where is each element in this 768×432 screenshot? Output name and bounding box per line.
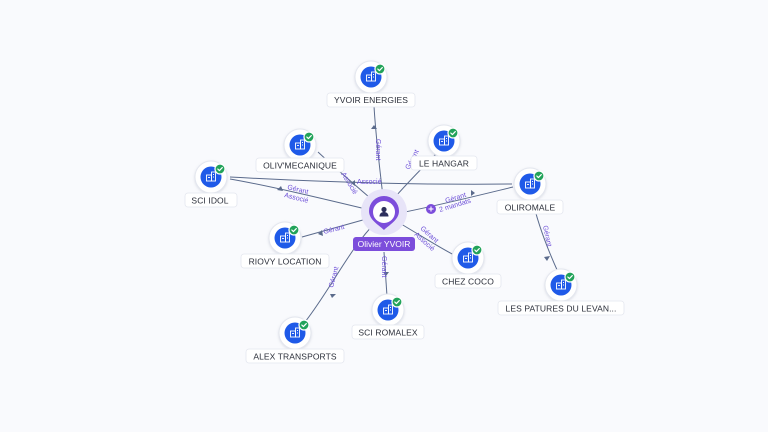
company-node-oliromale[interactable]: OLIROMALE [496,167,564,215]
company-label: YVOIR ENERGIES [334,95,408,105]
company-node-alex-transports[interactable]: ALEX TRANSPORTS [245,316,345,364]
company-label: LE HANGAR [419,159,469,169]
company-node-les-patures[interactable]: LES PATURES DU LEVAN... [497,268,625,316]
check-circle-icon [471,244,483,256]
building-icon [290,327,300,338]
edge-yvoir-energies[interactable]: Gérant [371,105,384,198]
check-circle-icon [533,170,545,182]
check-circle-icon [564,271,576,283]
edge-label: Gérant [541,225,552,247]
arrow-icon [330,294,336,298]
building-icon [556,279,566,290]
company-label: RIOVY LOCATION [249,257,322,267]
edge-label: Gérant [380,256,387,277]
check-circle-icon [214,163,226,175]
edge-oliromale[interactable]: Gérant 2 mandats [399,186,514,214]
edge-label: Associé [357,179,382,186]
company-label: SCI ROMALEX [358,328,417,338]
arrow-icon [383,272,389,276]
person-icon [379,206,389,217]
building-icon [525,178,535,189]
edge-label: Gérant [287,184,310,196]
building-icon [439,135,449,146]
building-icon [206,171,216,182]
check-circle-icon [288,224,300,236]
edge-label: Gérant [374,139,381,160]
person-node[interactable]: Olivier YVOIR [353,189,415,251]
arrow-icon [277,186,283,191]
company-node-sci-idol[interactable]: SCI IDOL [184,160,238,208]
building-icon [366,71,376,82]
check-circle-icon [391,296,403,308]
company-label: SCI IDOL [191,196,228,206]
edge-sci-romalex[interactable]: Gérant [380,251,389,297]
nodes-layer: YVOIR ENERGIES OLIV'MECANIQUE [184,60,625,364]
company-node-chez-coco[interactable]: CHEZ COCO [434,241,502,289]
check-circle-icon [298,319,310,331]
check-circle-icon [303,131,315,143]
company-node-sci-romalex[interactable]: SCI ROMALEX [351,293,425,340]
edge-label: Gérant [323,224,346,236]
edge-label: Associé [339,171,358,196]
company-label: LES PATURES DU LEVAN... [506,304,617,314]
arrow-icon [471,190,475,196]
company-node-oliv-mecanique[interactable]: OLIV'MECANIQUE [255,128,345,173]
edge-riovy-location[interactable]: Gérant [301,217,371,238]
company-label: CHEZ COCO [442,277,494,287]
arrow-icon [318,230,323,236]
building-icon [280,232,290,243]
arrow-icon [371,125,377,129]
company-node-riovy-location[interactable]: RIOVY LOCATION [240,221,330,269]
person-name-label: Olivier YVOIR [358,239,411,249]
company-label: ALEX TRANSPORTS [253,352,337,362]
building-icon [295,139,305,150]
arrow-icon [351,180,355,186]
company-node-yvoir-energies[interactable]: YVOIR ENERGIES [326,60,416,108]
edge-label: Gérant [328,266,340,289]
building-icon [463,252,473,263]
building-icon [383,304,393,315]
check-circle-icon [374,63,386,75]
arrow-icon [544,256,550,261]
check-circle-icon [447,127,459,139]
company-node-le-hangar[interactable]: LE HANGAR [410,124,478,171]
edge-oliromale-sci-idol[interactable]: Associé [229,176,513,186]
company-label: OLIROMALE [505,203,556,213]
company-label: OLIV'MECANIQUE [263,161,337,171]
